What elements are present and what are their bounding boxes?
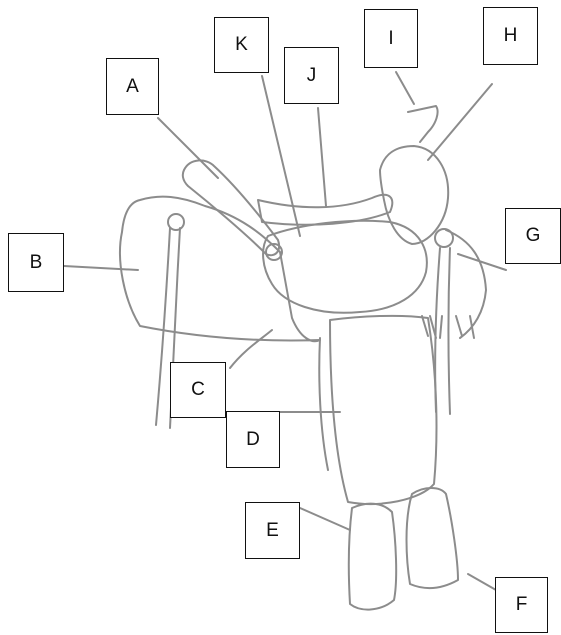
stirrup-leather: [319, 338, 328, 470]
label-b: B: [8, 233, 64, 292]
stirrup: [407, 488, 459, 588]
label-f: F: [495, 577, 548, 633]
latigo: [435, 248, 450, 414]
label-a: A: [106, 58, 159, 115]
label-g: G: [505, 208, 561, 264]
fender: [330, 316, 436, 504]
leader-b: [64, 266, 138, 270]
fork: [380, 146, 448, 244]
leader-c: [230, 330, 272, 368]
label-c: C: [170, 362, 226, 418]
leader-e: [300, 508, 350, 530]
rear-skirt: [120, 197, 320, 342]
leader-i: [396, 72, 414, 104]
latigo-tail: [349, 504, 396, 610]
label-e: E: [245, 502, 300, 559]
label-k: K: [214, 17, 269, 73]
front-rigging: [446, 230, 486, 338]
leader-j: [318, 108, 326, 206]
leader-h: [428, 84, 492, 160]
label-h: H: [483, 7, 538, 65]
jockey: [263, 221, 427, 313]
horn: [408, 106, 438, 142]
label-j: J: [284, 47, 339, 104]
label-d: D: [226, 411, 280, 468]
leader-a: [158, 118, 218, 178]
leader-f: [468, 574, 496, 590]
label-i: I: [364, 9, 418, 68]
